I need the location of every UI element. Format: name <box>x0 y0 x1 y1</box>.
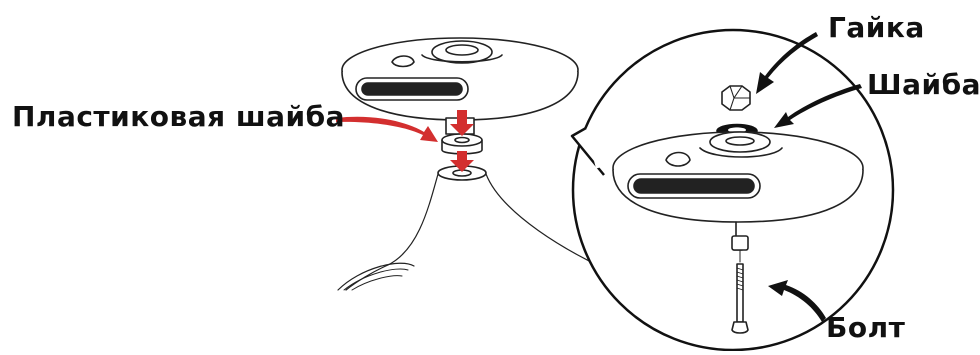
detail-hub-top <box>710 132 770 152</box>
bolt-head <box>732 322 748 333</box>
label-nut: Гайка <box>828 14 925 42</box>
base-left-leg <box>346 174 438 290</box>
curved-pointer-arrow <box>336 117 438 142</box>
detail-handle-slot-inner <box>634 179 754 193</box>
base-wheel-arc-3 <box>352 276 402 290</box>
seat-handle-slot-inner <box>362 83 462 95</box>
seat-knob <box>392 56 414 67</box>
label-washer: Шайба <box>867 71 980 99</box>
label-plastic-washer: Пластиковая шайба <box>12 103 345 131</box>
detail-knob <box>666 153 690 167</box>
label-bolt: Болт <box>826 314 905 342</box>
detail-stem-sleeve <box>732 236 748 250</box>
